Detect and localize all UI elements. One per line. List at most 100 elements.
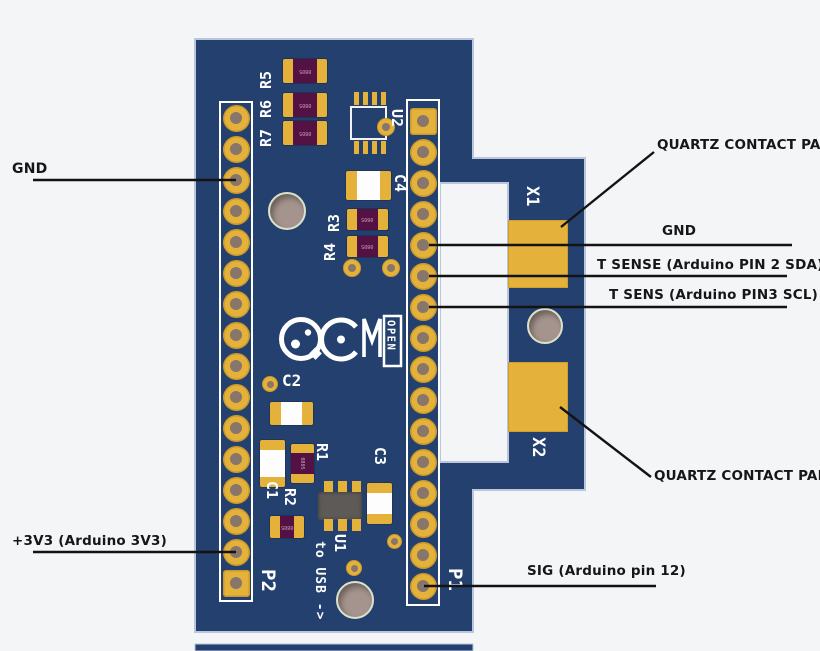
via [346,560,362,576]
ref-label-r4: R4 [321,242,339,261]
ref-label-c2: C2 [282,371,302,390]
header-pin [409,448,437,476]
header-pin [222,414,250,442]
header-pin [222,290,250,318]
capacitor-c1 [260,440,285,487]
header-pin [222,383,250,411]
smd-code: 0805 [361,216,374,223]
header-p2-outline [219,101,253,602]
smd-code: 0805 [298,68,312,74]
header-pin [409,107,437,135]
header-p1-outline [406,99,440,606]
usb-direction-note: to USB -> [312,541,327,621]
header-pin [409,324,437,352]
header-pin [222,259,250,287]
ref-label-c3: C3 [371,447,389,466]
capacitor-c2 [270,402,313,425]
u1-pin [352,519,361,531]
quartz-pad-x2 [508,362,568,432]
u1-pin [324,519,333,531]
header-pin [222,321,250,349]
resistor-r5: 0805 [283,59,327,83]
capacitor-c4 [346,171,391,200]
u2-pin [363,92,368,105]
u2-pin [381,141,386,154]
resistor-r6: 0805 [283,93,327,117]
ref-label-r1: R1 [313,443,331,462]
u2-pin [354,141,359,154]
mounting-hole [527,308,563,344]
mounting-hole [336,581,374,619]
u2-pin [372,141,377,154]
header-pin [222,197,250,225]
quartz-pad-x1 [508,220,568,288]
header-pin [222,507,250,535]
header-pin [222,166,250,194]
via [382,259,400,277]
ref-label-c1: C1 [263,481,281,500]
u2-pin [363,141,368,154]
capacitor-c3 [367,483,392,524]
header-pin [222,104,250,132]
u2-pad-via [377,118,395,136]
header-pin [222,228,250,256]
ref-label-r7: R7 [257,128,275,147]
ref-label-c4: C4 [391,174,409,193]
u1-pin [338,519,347,531]
header-pin [409,262,437,290]
ref-label-u2: U2 [388,109,406,128]
header-pin [222,352,250,380]
header-pin [222,569,250,597]
via [387,534,402,549]
header-pin [409,355,437,383]
header-pin [409,293,437,321]
header-pin [222,445,250,473]
header-pin [222,538,250,566]
smd-code: 0805 [298,102,312,108]
ref-label-r5: R5 [257,70,275,89]
u1-pin [352,481,361,493]
header-pin [409,231,437,259]
mounting-hole [268,192,306,230]
ref-label-x1: X1 [522,186,542,207]
u2-pin [372,92,377,105]
header-pin [409,479,437,507]
resistor-r7: 0805 [283,121,327,145]
u2-pin [381,92,386,105]
ref-label-r6: R6 [257,99,275,118]
logo-open-text: OPEN [385,320,397,351]
header-pin [409,200,437,228]
smd-code: 0805 [298,130,312,136]
resistor-r2: 0805 [270,516,304,538]
via [262,376,278,392]
header-pin [409,572,437,600]
via [343,259,361,277]
ref-label-x2: X2 [528,437,548,458]
resistor-r1: 0805 [291,444,314,483]
ref-label-p2: P2 [257,569,279,592]
header-pin [222,135,250,163]
header-pin [222,476,250,504]
resistor-r3: 0805 [347,209,388,230]
resistor-r4: 0805 [347,236,388,257]
u1-pin [324,481,333,493]
header-pin [409,169,437,197]
header-pin [409,138,437,166]
header-pin [409,417,437,445]
u2-pin [354,92,359,105]
ref-label-r2: R2 [281,488,299,507]
board-bottom-sliver [194,643,474,651]
smd-code: 0805 [299,457,306,470]
header-pin [409,541,437,569]
ref-label-r3: R3 [325,213,343,232]
ref-label-p1: P1 [444,568,466,591]
smd-code: 0805 [280,524,294,530]
header-pin [409,386,437,414]
u1-body [318,492,362,520]
smd-code: 0805 [361,243,374,250]
board-shape [194,38,586,633]
ref-label-u1: U1 [331,534,349,553]
